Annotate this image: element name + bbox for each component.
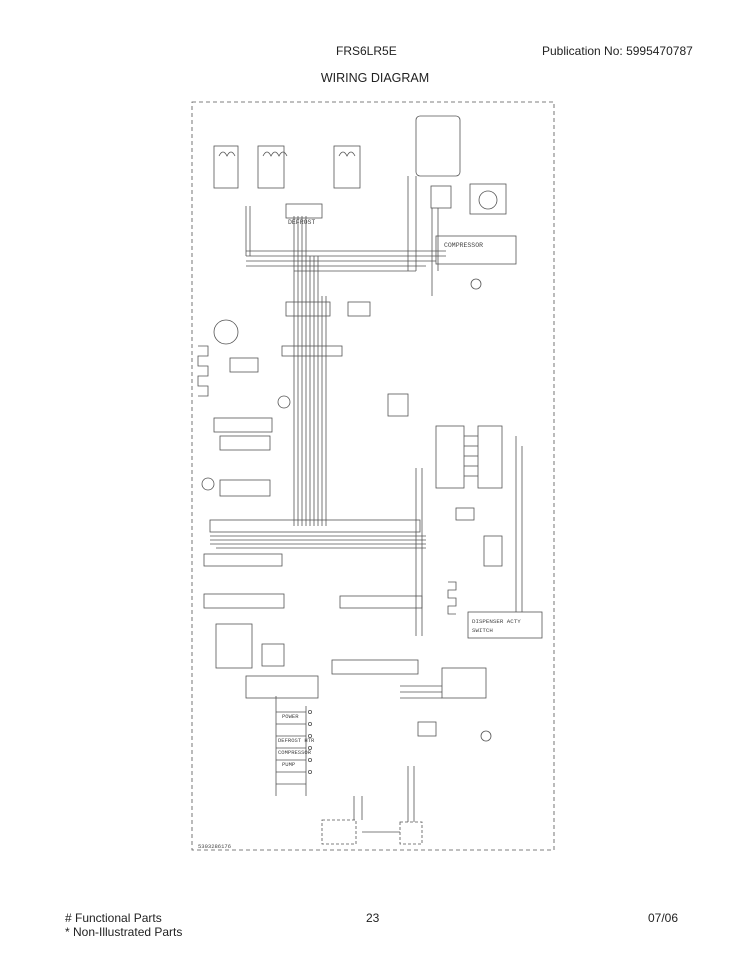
publication-number: 5995470787 (626, 44, 693, 58)
publication-label: Publication No: (542, 44, 623, 58)
bottom-modules (321, 766, 423, 845)
compressor-label: COMPRESSOR (444, 242, 483, 249)
fan-and-evaporator (197, 319, 291, 497)
rails-top (246, 250, 446, 272)
diagram-frame (191, 101, 555, 851)
revision-date: 07/06 (648, 911, 679, 925)
dispenser-switch-box (467, 611, 543, 639)
lower-right-switches (400, 667, 492, 742)
defrost-thermostat (285, 203, 323, 219)
pump-label: PUMP (282, 761, 295, 768)
wire-bundle-left (245, 206, 327, 526)
main-bus (203, 519, 426, 669)
functional-parts-note: # Functional Parts (65, 911, 162, 925)
connectors-row (281, 301, 371, 357)
control-board (245, 595, 423, 796)
compressor-lower-label: COMPRESSOR (278, 749, 312, 756)
dispenser-sub-label: SWITCH (472, 627, 493, 634)
defrost-heater-label: DEFROST HTR (278, 737, 315, 744)
compressor-box (435, 235, 517, 265)
publication-info: Publication No: 5995470787 (542, 44, 693, 58)
upper-right-components (407, 115, 517, 296)
non-illustrated-parts-note: * Non-Illustrated Parts (65, 925, 183, 939)
dispenser-label: DISPENSER ACTY (472, 618, 521, 625)
heater-coils (213, 145, 361, 189)
dispenser-region (387, 393, 543, 639)
defrost-label: DEFROST (288, 219, 315, 226)
power-label: POWER (282, 713, 299, 720)
model-number: FRS6LR5E (336, 44, 397, 58)
doc-number: 5303286176 (198, 843, 231, 850)
page-title: WIRING DIAGRAM (320, 71, 430, 85)
page-number: 23 (366, 911, 380, 925)
wiring-diagram: COMPRESSOR DEFROST DISPENSER ACTY SWITCH… (191, 101, 555, 851)
